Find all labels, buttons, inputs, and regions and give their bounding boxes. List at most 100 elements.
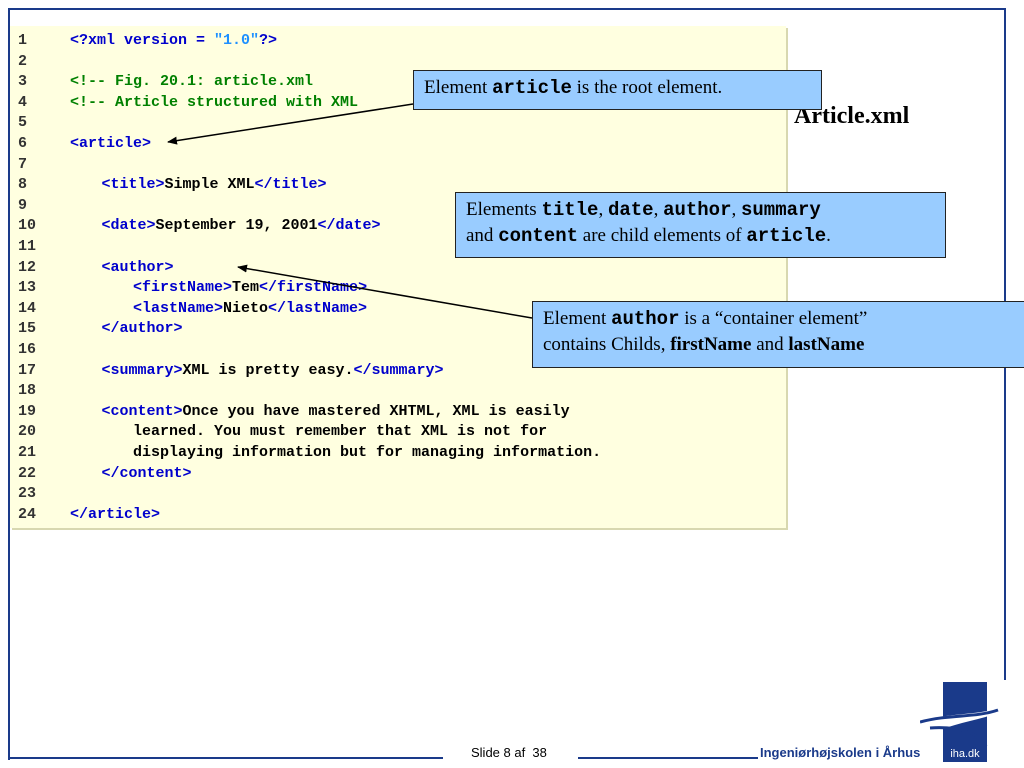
callout-text: and [466, 225, 499, 246]
code-line: 11 [10, 237, 786, 257]
callout-bold: lastName [788, 334, 865, 355]
callout-text: Elements [466, 199, 542, 220]
code-text: <article> [70, 134, 151, 154]
code-token-text: Tem [232, 279, 260, 297]
code-text: displaying information but for managing … [133, 443, 601, 463]
code-token-string: "1.0" [214, 32, 260, 49]
line-number: 4 [18, 93, 28, 111]
code-text: <date>September 19, 2001</date> [102, 216, 381, 236]
line-number: 13 [18, 279, 37, 297]
code-line: 10 <date>September 19, 2001</date> [10, 216, 786, 236]
line-number: 19 [18, 402, 37, 420]
footer-rule-left [8, 757, 443, 759]
code-line: 1<?xml version = "1.0"?> [10, 31, 786, 51]
line-number: 14 [18, 299, 37, 317]
line-number: 12 [18, 258, 37, 276]
code-token-tag: </content> [101, 464, 192, 482]
code-token-tag: <article> [70, 135, 152, 152]
callout-code: summary [741, 199, 821, 221]
code-token-tag: </article> [70, 505, 161, 523]
code-token-tag: ?> [259, 32, 278, 49]
code-line: 2 [10, 52, 786, 72]
callout-text: is a “container element” [679, 308, 868, 329]
code-line: 3<!-- Fig. 20.1: article.xml [10, 72, 786, 92]
logo-text: iha.dk [943, 746, 987, 762]
code-text: <content>Once you have mastered XHTML, X… [102, 402, 570, 422]
slide-frame-left [8, 8, 10, 760]
code-token-text: Simple XML [164, 176, 255, 194]
line-number: 24 [18, 505, 37, 523]
callout-root-element: Element article is the root element. [413, 70, 822, 110]
code-text: <firstName>Tem</firstName> [133, 278, 367, 298]
code-line: 8 <title>Simple XML</title> [10, 175, 786, 195]
code-token-tag: <title> [101, 176, 165, 194]
callout-code: date [607, 199, 654, 221]
callout-text: Element [543, 308, 612, 329]
callout-container-element: Element author is a “container element” … [532, 301, 1024, 368]
line-number: 5 [18, 114, 28, 132]
code-token-comment: <!-- Article structured with XML [70, 93, 359, 111]
iha-logo-icon [920, 682, 1020, 747]
code-line: 24 </article> [10, 505, 786, 525]
code-token-text: XML is pretty easy. [182, 361, 354, 379]
code-line: 13 <firstName>Tem</firstName> [10, 278, 786, 298]
code-token-text: Once you have mastered XHTML, XML is eas… [182, 402, 570, 420]
line-number: 2 [18, 52, 28, 70]
code-token-tag: <lastName> [133, 299, 224, 317]
code-text: </author> [102, 319, 183, 339]
line-number: 7 [18, 155, 28, 173]
code-token-text: learned. You must remember that XML is n… [133, 423, 548, 441]
callout-text: and [751, 334, 789, 355]
code-token-tag: </title> [254, 176, 327, 194]
callout-code: article [746, 225, 827, 247]
line-number: 17 [18, 361, 37, 379]
callout-bold: firstName [670, 334, 752, 355]
code-token-tag: <content> [101, 402, 183, 420]
code-line: 17 <summary>XML is pretty easy.</summary> [10, 361, 786, 381]
code-token-tag: </summary> [353, 361, 444, 379]
code-token-tag: </date> [317, 217, 381, 235]
code-text: learned. You must remember that XML is n… [133, 422, 547, 442]
code-text: </content> [102, 464, 192, 484]
line-number: 8 [18, 176, 28, 194]
code-token-text: displaying information but for managing … [133, 444, 602, 461]
code-line: 18 [10, 381, 786, 401]
line-number: 15 [18, 320, 37, 338]
code-line: 5 [10, 113, 786, 133]
code-line: 7 [10, 155, 786, 175]
school-name: Ingeniørhøjskolen i Århus [760, 745, 921, 760]
code-line: 15 </author> [10, 319, 786, 339]
code-line: 16 [10, 340, 786, 360]
code-token-tag: <firstName> [133, 279, 233, 297]
line-number: 20 [18, 423, 37, 441]
callout-child-elements: Elements title, date, author, summary an… [455, 192, 946, 258]
code-token-text: September 19, 2001 [155, 217, 318, 235]
code-line: 22 </content> [10, 464, 786, 484]
code-line: 23 [10, 484, 786, 504]
line-number: 22 [18, 464, 37, 482]
line-number: 16 [18, 341, 37, 358]
callout-text: , [598, 199, 608, 220]
code-token-comment: <!-- Fig. 20.1: article.xml [70, 73, 314, 91]
code-line: 20 learned. You must remember that XML is… [10, 422, 786, 442]
line-number: 11 [18, 238, 37, 255]
callout-text: , [731, 199, 741, 220]
slide-number: Slide 8 af 38 [471, 745, 547, 760]
code-text: <summary>XML is pretty easy.</summary> [102, 361, 444, 381]
callout-text: Element [424, 77, 493, 98]
code-text: </article> [70, 505, 160, 525]
line-number: 9 [18, 196, 28, 214]
code-text: <lastName>Nieto</lastName> [133, 299, 367, 319]
callout-code: title [541, 199, 599, 221]
callout-code: author [611, 308, 680, 330]
code-token-text: Nieto [223, 299, 269, 317]
code-text: <?xml version = "1.0"?> [70, 31, 277, 51]
line-number: 10 [18, 217, 37, 235]
code-line: 9 [10, 196, 786, 216]
line-number: 6 [18, 135, 28, 152]
callout-text: is the root element. [571, 77, 723, 98]
line-number: 21 [18, 444, 37, 461]
code-line: 19 <content>Once you have mastered XHTML,… [10, 402, 786, 422]
callout-code: author [663, 199, 732, 221]
code-line: 6 <article> [10, 134, 786, 154]
